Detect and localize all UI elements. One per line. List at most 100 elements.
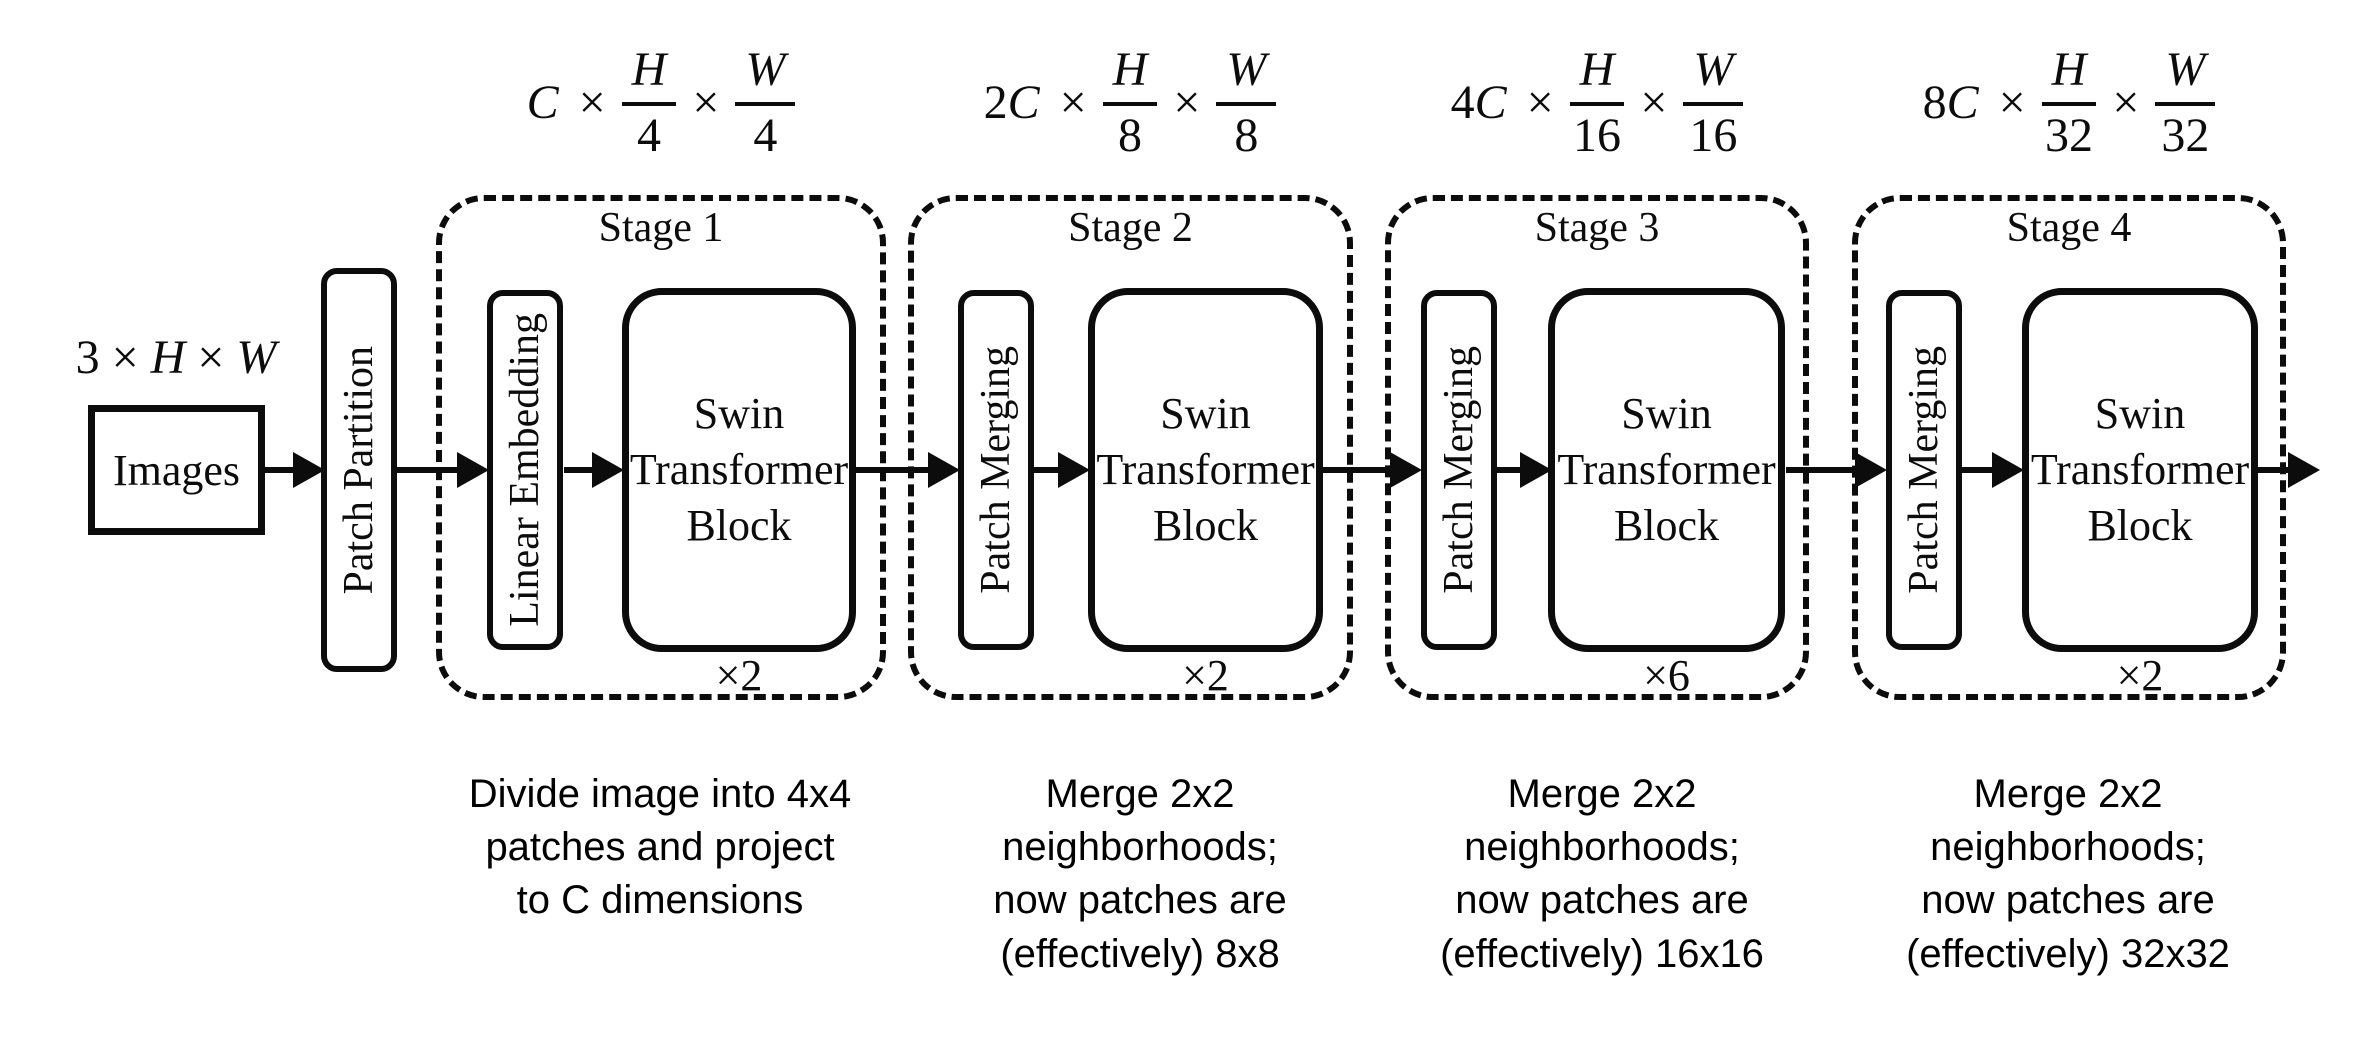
stage1-swin-transformer-block: Swin Transformer Block	[622, 288, 856, 652]
stage1-dashed-border	[436, 195, 886, 700]
multiply-symbol: ×	[2112, 75, 2140, 129]
fraction-numerator: H	[1102, 44, 1158, 106]
coefficient-variable: C	[1474, 75, 1507, 129]
arrow-stage1-to-stage2	[856, 452, 960, 488]
coefficient-number: 8	[1922, 75, 1947, 129]
swin-block-line3: Block	[686, 501, 792, 551]
swin-block-line3: Block	[1152, 501, 1259, 551]
caption-line: Divide image into 4x4	[468, 772, 852, 816]
caption-line: neighborhoods;	[1464, 825, 1740, 870]
coefficient-number: 4	[1450, 75, 1475, 129]
arrow-patch-merging2-to-swin2	[1033, 452, 1090, 488]
arrow-patch-merging4-to-swin4	[1962, 452, 2024, 488]
fraction-denominator: 32	[2045, 109, 2093, 162]
coefficient-variable: C	[1007, 75, 1040, 129]
caption-line: now patches are	[993, 878, 1287, 923]
arrow-output	[2258, 452, 2320, 488]
arrow-patch-merging3-to-swin3	[1491, 452, 1552, 488]
arrow-linear-embedding-to-swin1	[564, 452, 624, 488]
arrowhead-icon	[1058, 452, 1090, 488]
multiply-symbol: ×	[1526, 75, 1554, 129]
stage1-title: Stage 1	[598, 205, 724, 251]
arrowhead-icon	[1390, 452, 1422, 488]
swin-block-line2: Transformer	[1096, 444, 1315, 494]
coefficient-variable: C	[1946, 75, 1979, 129]
stage2-patch-merging-box: Patch Merging	[958, 290, 1034, 650]
linear-embedding-box: Linear Embedding	[487, 290, 563, 650]
fraction-denominator: 8	[1118, 109, 1142, 162]
swin-block-line3: Block	[1613, 501, 1720, 551]
swin-block-line3: Block	[2087, 501, 2193, 551]
fraction-numerator: W	[2155, 44, 2216, 106]
coefficient-number: 2	[983, 75, 1008, 129]
stage2-title: Stage 2	[1068, 205, 1193, 251]
stage3-title: Stage 3	[1534, 205, 1660, 251]
caption-line: (effectively) 8x8	[1000, 931, 1280, 976]
caption-line: Merge 2x2	[1973, 772, 2163, 816]
multiply-symbol: ×	[692, 75, 720, 129]
stage4-title: Stage 4	[2006, 205, 2132, 251]
stage2-repeat-count: ×2	[1182, 651, 1229, 700]
fraction-numerator: H	[2041, 44, 2097, 106]
arrowhead-icon	[928, 452, 960, 488]
stage4-dashed-border	[1852, 195, 2286, 700]
fraction-numerator: W	[735, 44, 796, 106]
arrow-patch-partition-to-linear-embedding	[397, 452, 489, 488]
multiply-symbol: ×	[1059, 75, 1087, 129]
fraction-numerator: H	[1569, 44, 1625, 106]
swin-block-line1: Swin	[2094, 388, 2186, 438]
arrow-stage3-to-stage4	[1786, 452, 1887, 488]
multiply-symbol: ×	[1640, 75, 1668, 129]
stage1-caption: Divide image into 4x4 patches and projec…	[410, 768, 910, 928]
stage4-caption: Merge 2x2 neighborhoods; now patches are…	[1818, 768, 2318, 981]
fraction-denominator: 16	[1689, 109, 1738, 162]
swin-block-line2: Transformer	[629, 444, 849, 494]
input-dimension-label: 3×H×W	[26, 330, 326, 385]
swin-block-line2: Transformer	[1557, 444, 1776, 494]
arrowhead-icon	[1855, 452, 1887, 488]
linear-embedding-label: Linear Embedding	[502, 313, 548, 627]
arrowhead-icon	[293, 452, 325, 488]
patch-partition-label: Patch Partition	[336, 345, 382, 595]
fraction-denominator: 4	[753, 109, 778, 162]
dim-value: 3	[75, 331, 100, 384]
swin-block-line1: Swin	[1621, 388, 1712, 438]
images-box-label: Images	[112, 445, 241, 495]
stage4-patch-merging-box: Patch Merging	[1886, 290, 1962, 650]
fraction-denominator: 16	[1573, 109, 1621, 162]
caption-line: patches and project	[485, 825, 835, 870]
arrowhead-icon	[1520, 452, 1552, 488]
fraction-numerator: H	[621, 44, 677, 106]
patch-merging-label: Patch Merging	[1436, 346, 1482, 594]
caption-line: now patches are	[1455, 878, 1749, 923]
coefficient-variable: C	[526, 75, 559, 129]
stage2-caption: Merge 2x2 neighborhoods; now patches are…	[890, 768, 1390, 981]
fraction-denominator: 8	[1234, 109, 1259, 162]
swin-block-line1: Swin	[693, 388, 785, 438]
swin-block-line2: Transformer	[2030, 444, 2250, 494]
swin-block-line1: Swin	[1160, 388, 1251, 438]
width-variable: W	[236, 331, 277, 384]
stage4-repeat-count: ×2	[2116, 651, 2164, 700]
stage2-swin-transformer-block: Swin Transformer Block	[1088, 288, 1323, 652]
fraction-denominator: 32	[2161, 109, 2210, 162]
height-variable: H	[150, 331, 186, 384]
fraction-denominator: 4	[637, 109, 661, 162]
caption-line: neighborhoods;	[1930, 825, 2206, 870]
caption-line: Merge 2x2	[1507, 772, 1697, 816]
multiply-symbol: ×	[1998, 75, 2026, 129]
caption-line: to C dimensions	[516, 878, 804, 923]
patch-merging-label: Patch Merging	[973, 346, 1019, 594]
